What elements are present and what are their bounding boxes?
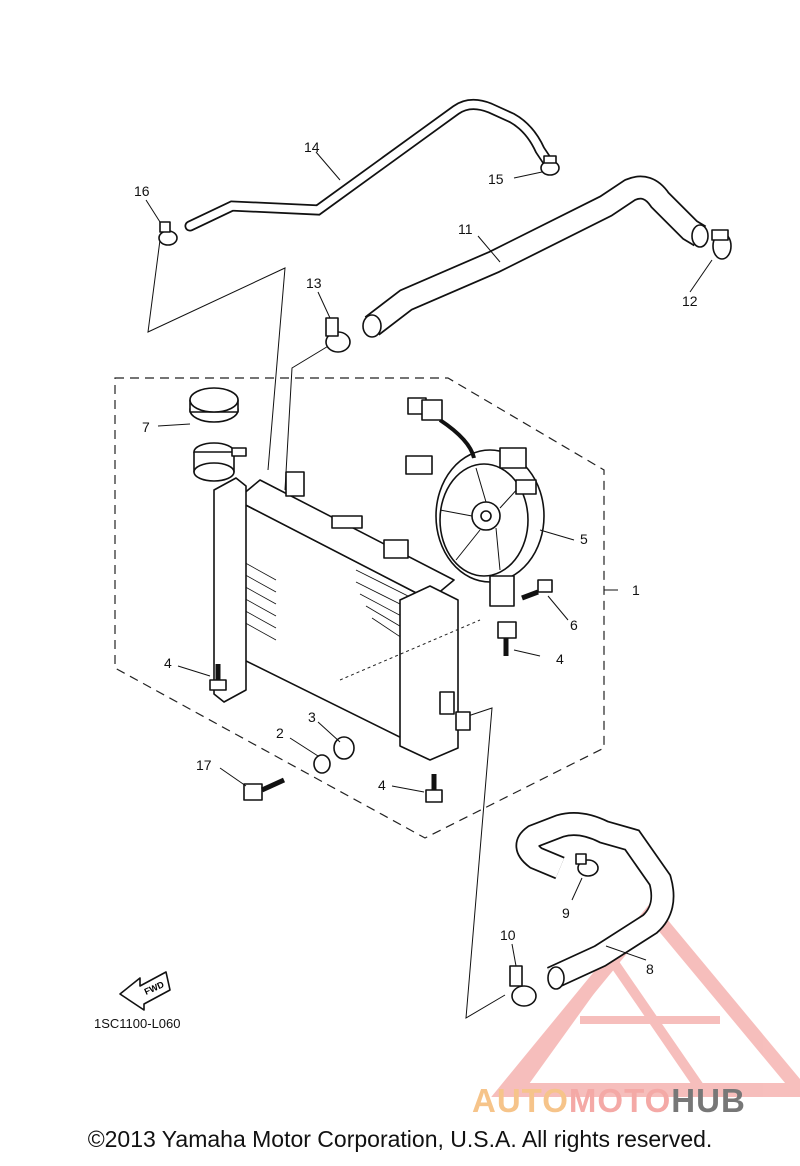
figure-code: 1SC1100-L060 xyxy=(94,1016,181,1031)
radiator-fan xyxy=(405,397,545,607)
hose-clamp-9 xyxy=(575,853,599,877)
callout-leaders xyxy=(145,151,713,967)
callout-14: 14 xyxy=(304,139,320,155)
hose-clamp-12 xyxy=(711,229,732,260)
connector-lines xyxy=(147,239,506,1019)
collar-2 xyxy=(313,754,331,774)
bolt-17 xyxy=(243,777,286,801)
hose-clamp-16 xyxy=(158,221,178,246)
callout-6: 6 xyxy=(570,617,578,633)
lower-radiator-hose xyxy=(515,812,675,990)
hose-clamp-10 xyxy=(509,965,537,1007)
radiator-cap xyxy=(189,387,247,482)
callout-4-left: 4 xyxy=(164,655,172,671)
callout-16: 16 xyxy=(134,183,150,199)
callout-9: 9 xyxy=(562,905,570,921)
callout-1: 1 xyxy=(632,582,640,598)
radiator-core xyxy=(213,471,481,761)
callout-8: 8 xyxy=(646,961,654,977)
callout-11: 11 xyxy=(458,221,473,237)
callout-5: 5 xyxy=(580,531,588,547)
callout-13: 13 xyxy=(306,275,322,291)
watermark-logo xyxy=(491,901,800,1097)
watermark-part-hub: HUB xyxy=(671,1082,746,1119)
callout-10: 10 xyxy=(500,927,516,943)
callout-4-right: 4 xyxy=(556,651,564,667)
copyright-notice: ©2013 Yamaha Motor Corporation, U.S.A. A… xyxy=(87,1126,713,1152)
watermark-part-auto: AUTO xyxy=(472,1082,569,1119)
assembly-boundary xyxy=(114,377,605,839)
bolt-6 xyxy=(521,579,553,601)
callout-numbers: 1 2 3 4 4 4 5 6 7 8 9 10 11 12 13 14 15 … xyxy=(134,139,698,977)
watermark-wordmark: AUTOMOTOHUB xyxy=(472,1082,746,1120)
grommet-3 xyxy=(333,736,355,760)
breather-hose xyxy=(184,99,554,232)
bolt-4-left xyxy=(209,664,227,691)
callout-3: 3 xyxy=(308,709,316,725)
callout-2: 2 xyxy=(276,725,284,741)
callout-12: 12 xyxy=(682,293,698,309)
bolt-4-bottom xyxy=(425,774,443,803)
bolt-4-right xyxy=(497,621,517,656)
callout-15: 15 xyxy=(488,171,504,187)
callout-7: 7 xyxy=(142,419,150,435)
watermark-part-moto: MOTO xyxy=(568,1082,672,1119)
hose-clamp-15 xyxy=(540,155,560,176)
hose-clamp-13 xyxy=(325,317,351,353)
callout-4-bottom: 4 xyxy=(378,777,386,793)
callout-17: 17 xyxy=(196,757,212,773)
forward-arrow-icon: FWD xyxy=(119,971,171,1011)
upper-radiator-hose xyxy=(362,175,709,338)
